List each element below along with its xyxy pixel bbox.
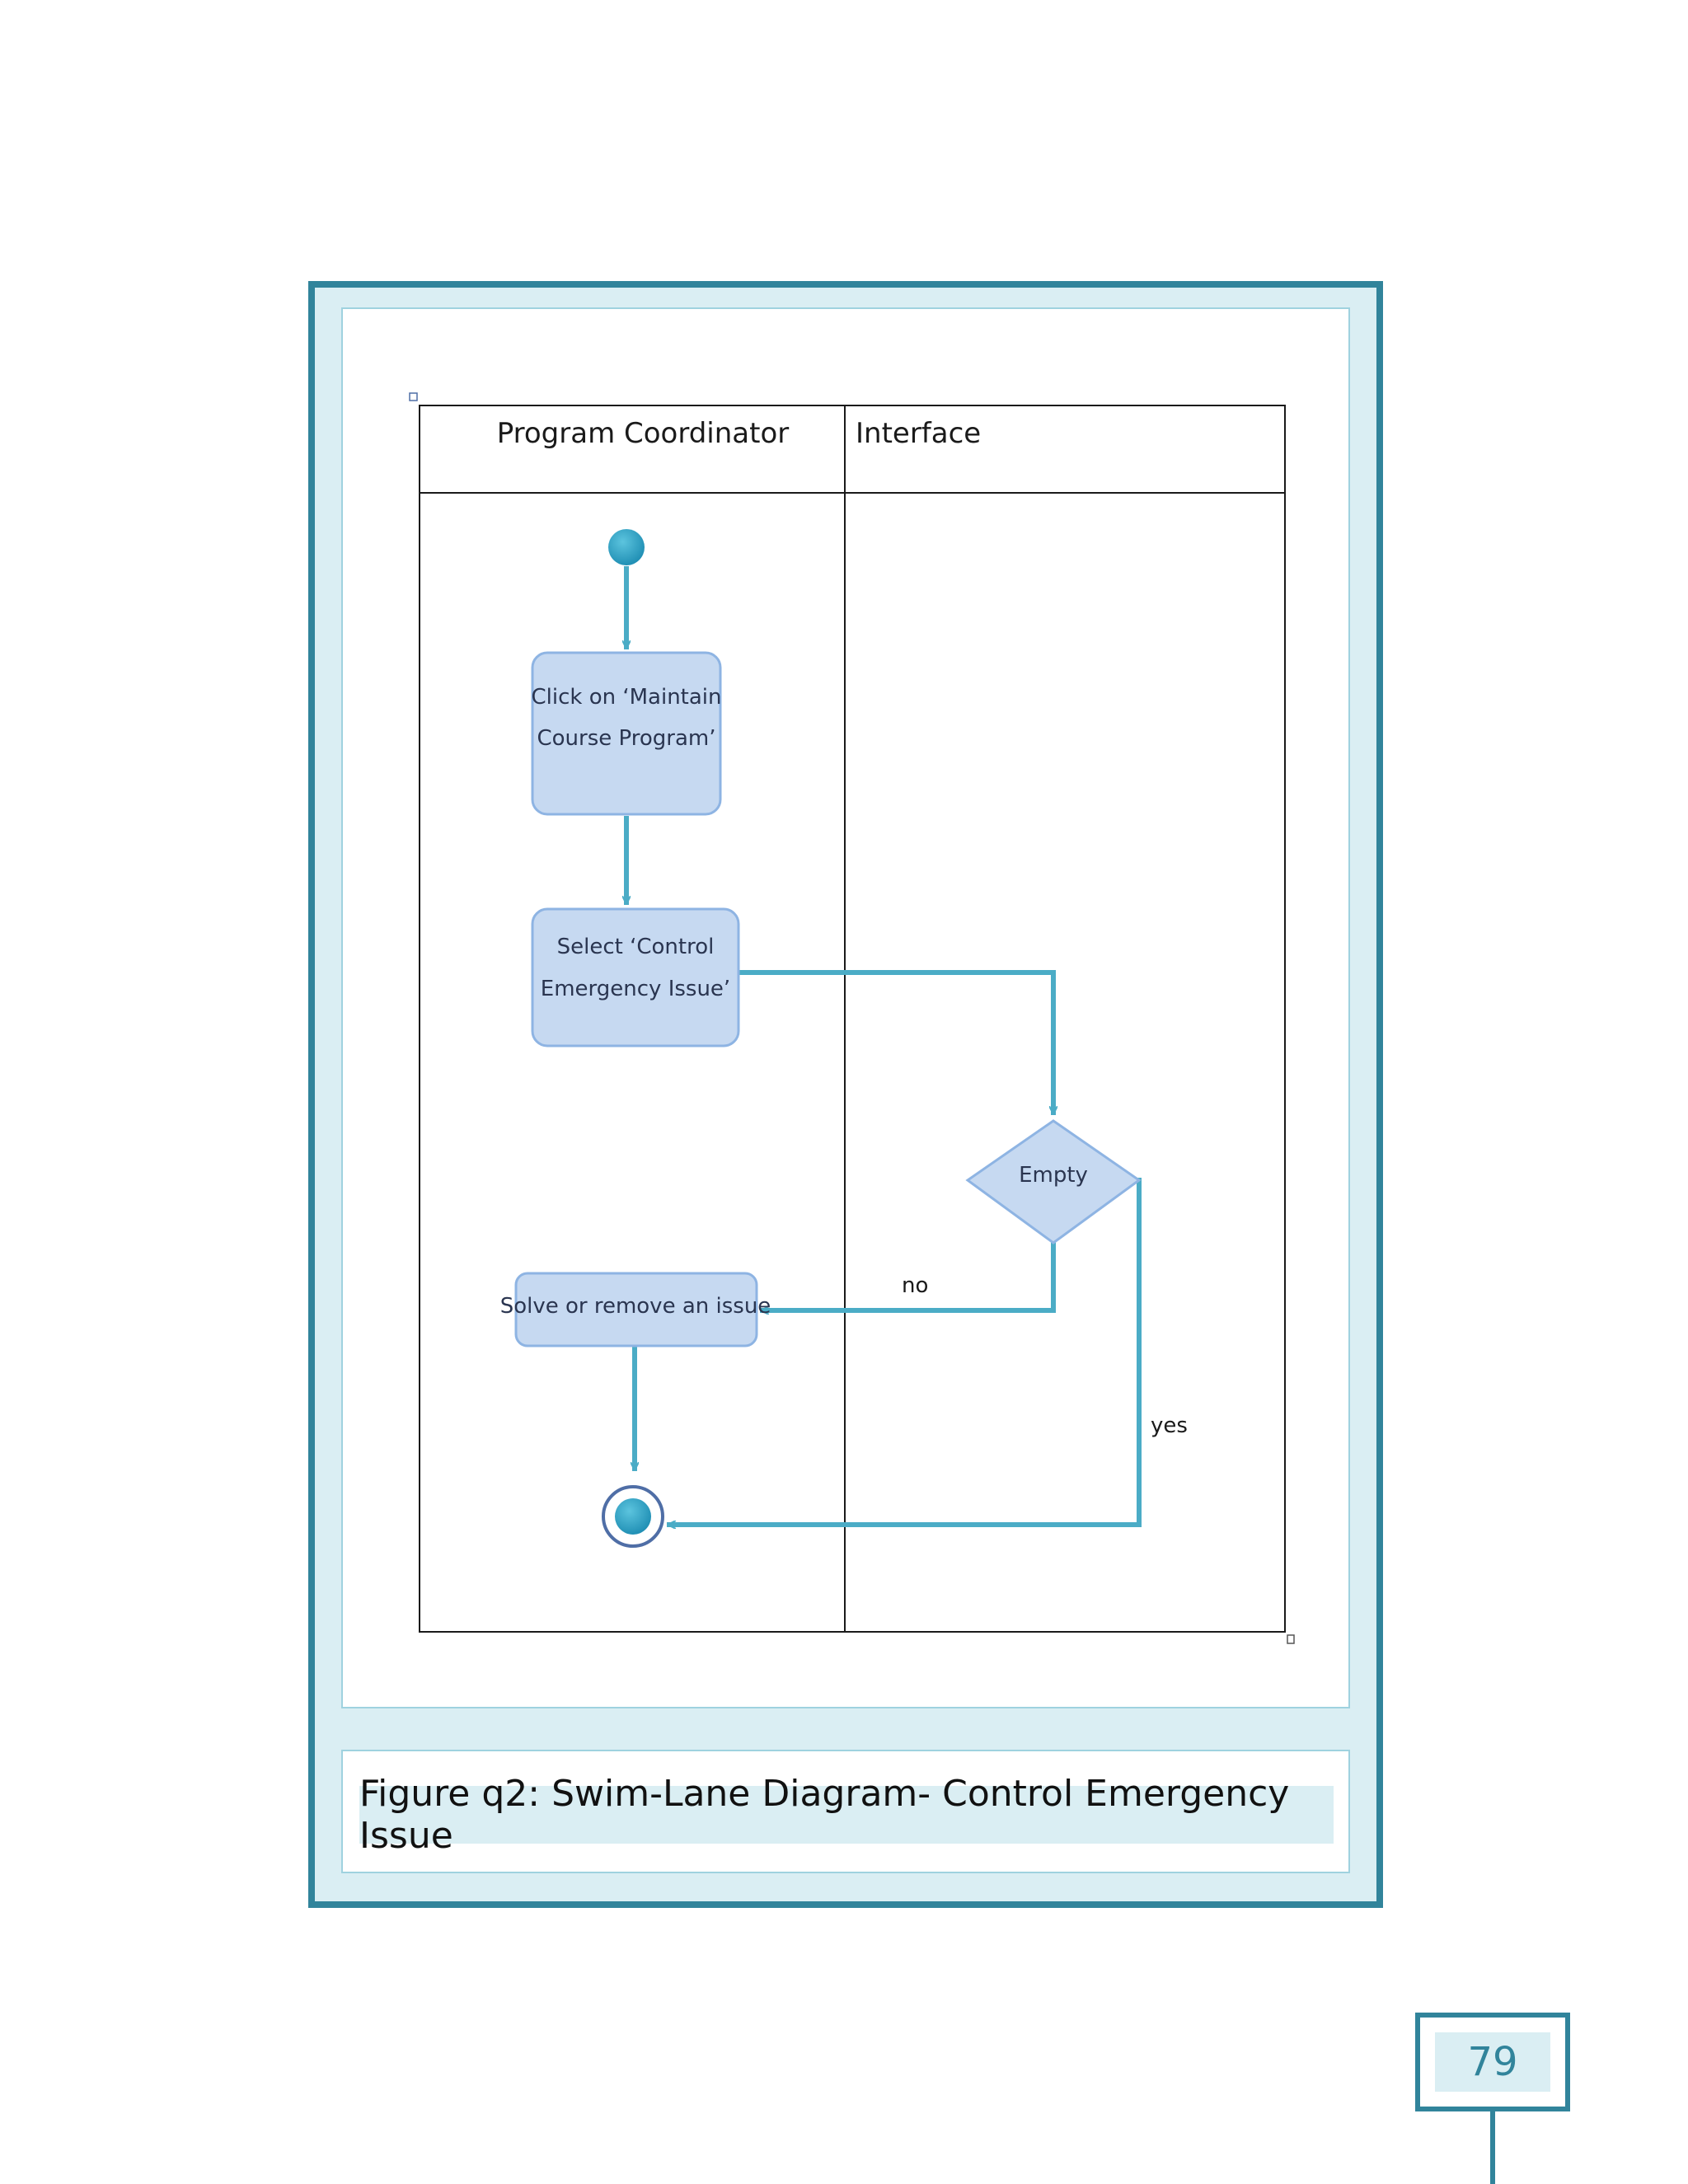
lane-title-program-coordinator: Program Coordinator xyxy=(497,417,790,450)
action-label-line: Solve or remove an issue xyxy=(500,1294,771,1319)
action-label-line: Click on ‘Maintain xyxy=(531,685,721,710)
action-label-line: Emergency Issue’ xyxy=(541,977,730,1001)
caption-box: Figure q2: Swim-Lane Diagram- Control Em… xyxy=(341,1750,1350,1873)
page-number-stem xyxy=(1490,2111,1495,2184)
edge-select-to-empty xyxy=(736,970,1053,1115)
lane-title-interface: Interface xyxy=(856,417,981,450)
flow-label-no: no xyxy=(902,1273,928,1298)
initial-node xyxy=(608,529,645,565)
edge-empty-to-end-yes xyxy=(667,1178,1142,1525)
decision-label: Empty xyxy=(1019,1163,1088,1188)
edges xyxy=(626,566,1142,1525)
flow-label-yes: yes xyxy=(1151,1413,1188,1438)
action-select-control-emergency-issue: Select ‘Control Emergency Issue’ xyxy=(531,907,740,1047)
decision-empty: Empty xyxy=(965,1119,1142,1244)
action-click-maintain-course-program: Click on ‘Maintain Course Program’ xyxy=(531,651,722,816)
page-number: 79 xyxy=(1435,2032,1550,2092)
final-node xyxy=(602,1485,664,1548)
edge-empty-to-solve-no xyxy=(760,1240,1056,1310)
action-label-line: Course Program’ xyxy=(537,726,715,751)
action-solve-or-remove-issue: Solve or remove an issue xyxy=(500,1272,771,1347)
page-number-box: 79 xyxy=(1415,2013,1570,2111)
action-label-line: Select ‘Control xyxy=(557,935,715,959)
